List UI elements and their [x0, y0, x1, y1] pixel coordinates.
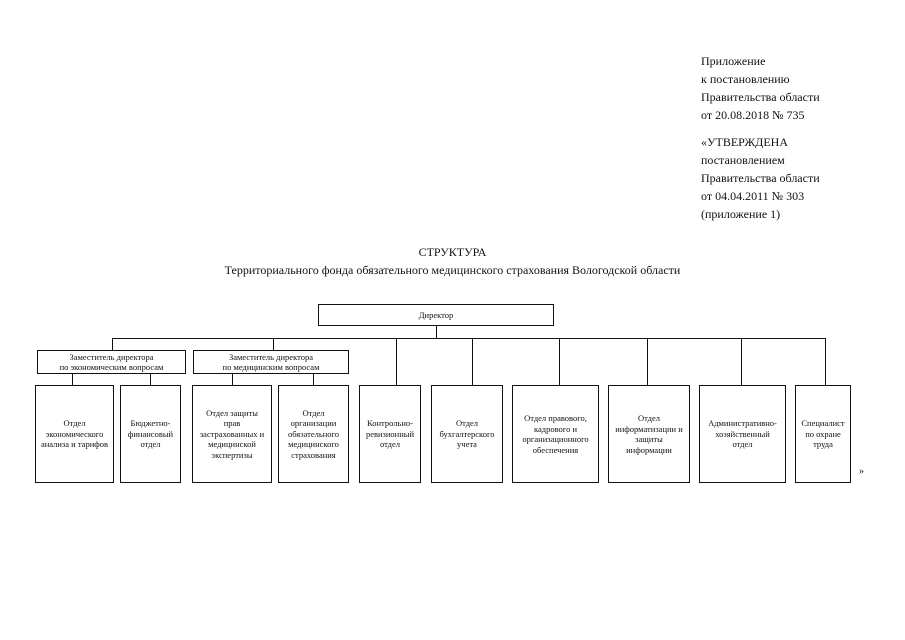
deputy-medical-box: Заместитель директора по медицинским воп… — [193, 350, 349, 374]
approval-block: «УТВЕРЖДЕНА постановлением Правительства… — [701, 133, 820, 223]
dept-control-audit: Контрольно- ревизионный отдел — [359, 385, 421, 483]
appendix-line: к постановлению — [701, 72, 790, 86]
document-title: СТРУКТУРА — [418, 245, 487, 259]
appendix-line: от 20.08.2018 № 735 — [701, 108, 805, 122]
dept-accounting: Отдел бухгалтерского учета — [431, 385, 503, 483]
drop-admin-dept — [741, 338, 742, 385]
labor-safety-specialist: Специалист по охране труда — [795, 385, 851, 483]
drop-control-dept — [396, 338, 397, 385]
drop-legal-dept — [559, 338, 560, 385]
drop-econ-analysis — [72, 374, 73, 385]
dept-oms-organization: Отдел организации обязательного медицинс… — [278, 385, 349, 483]
drop-it-dept — [647, 338, 648, 385]
dept-informatization: Отдел информатизации и защиты информации — [608, 385, 690, 483]
drop-deputy-medical — [273, 338, 274, 350]
closing-quote: » — [859, 466, 864, 477]
director-box: Директор — [318, 304, 554, 326]
document-subtitle: Территориального фонда обязательного мед… — [224, 263, 681, 277]
approval-line: от 04.04.2011 № 303 — [701, 189, 805, 203]
dept-legal-hr: Отдел правового, кадрового и организацио… — [512, 385, 599, 483]
drop-deputy-economic — [112, 338, 113, 350]
appendix-line: Приложение — [701, 54, 766, 68]
top-bus — [112, 338, 826, 339]
drop-accounting-dept — [472, 338, 473, 385]
drop-safety-specialist — [825, 338, 826, 385]
dept-administrative: Административно- хозяйственный отдел — [699, 385, 786, 483]
deputy-economic-box: Заместитель директора по экономическим в… — [37, 350, 186, 374]
dept-economic-analysis: Отдел экономического анализа и тарифов — [35, 385, 114, 483]
dept-budget-finance: Бюджетно- финансовый отдел — [120, 385, 181, 483]
appendix-line: Правительства области — [701, 90, 820, 104]
director-stem — [436, 326, 437, 338]
drop-oms-dept — [313, 374, 314, 385]
approval-line: «УТВЕРЖДЕНА — [701, 135, 789, 149]
drop-budget-dept — [150, 374, 151, 385]
appendix-block: Приложение к постановлению Правительства… — [701, 52, 820, 124]
drop-rights-dept — [232, 374, 233, 385]
dept-insured-rights: Отдел защиты прав застрахованных и медиц… — [192, 385, 272, 483]
approval-line: постановлением — [701, 153, 785, 167]
approval-line: (приложение 1) — [701, 207, 781, 221]
approval-line: Правительства области — [701, 171, 820, 185]
